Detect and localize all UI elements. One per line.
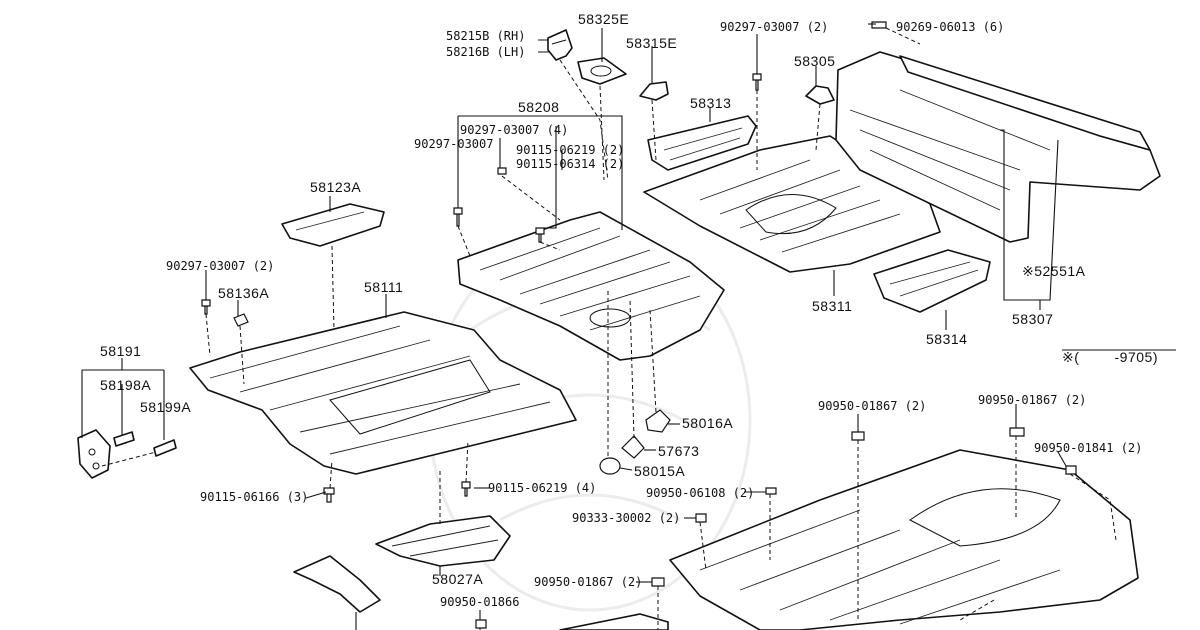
label-90950-01867-a: 90950-01867 (2) xyxy=(818,399,926,413)
label-58216b: 58216B (LH) xyxy=(446,45,525,59)
label-90950-01867-b: 90950-01867 (2) xyxy=(978,393,1086,407)
label-58315e: 58315E xyxy=(626,35,677,51)
screw-90297-4 xyxy=(497,167,507,175)
label-58027a: 58027A xyxy=(432,571,483,587)
label-58191: 58191 xyxy=(100,343,141,359)
bolt-90115-06166 xyxy=(323,487,335,503)
label-58305: 58305 xyxy=(794,53,835,69)
bracket-58123a-part xyxy=(281,203,385,247)
member-58313-part xyxy=(647,115,757,171)
leader-lines xyxy=(101,27,1117,630)
plug-58015a-part xyxy=(599,457,621,475)
crossmember-58314-part xyxy=(873,249,991,313)
screw-90297-left xyxy=(201,299,211,315)
lower-floor-pan-part xyxy=(669,449,1139,630)
screw-90269 xyxy=(871,21,887,29)
plug-90950-01841 xyxy=(1065,465,1077,475)
screw-90297-top xyxy=(752,73,762,91)
label-range-note: ※( -9705) xyxy=(1062,349,1158,365)
bracket-lower-left-part xyxy=(293,555,381,613)
bolt-90115-06219-4 xyxy=(461,481,471,497)
clip-58136a-part xyxy=(233,313,249,327)
label-90950-01866: 90950-01866 xyxy=(440,595,519,609)
label-90115-06219-2: 90115-06219 (2) xyxy=(516,143,624,157)
label-90115-06314-2: 90115-06314 (2) xyxy=(516,157,624,171)
label-90333-30002: 90333-30002 (2) xyxy=(572,511,680,525)
label-90269-06013: 90269-06013 (6) xyxy=(896,20,1004,34)
label-90950-01841: 90950-01841 (2) xyxy=(1034,441,1142,455)
center-floor-58208-part xyxy=(457,211,725,361)
label-58198a: 58198A xyxy=(100,377,151,393)
label-58325e: 58325E xyxy=(578,11,629,27)
label-58015a: 58015A xyxy=(634,463,685,479)
label-58313: 58313 xyxy=(690,95,731,111)
plate-58325e-part xyxy=(577,57,627,85)
label-90115-06166: 90115-06166 (3) xyxy=(200,490,308,504)
bracket-58027a-part xyxy=(375,515,511,567)
label-90297-03007-left: 90297-03007 (2) xyxy=(166,259,274,273)
label-90950-01867-c: 90950-01867 (2) xyxy=(534,575,642,589)
bracket-58191-part xyxy=(77,429,177,479)
plug-58016a-part xyxy=(645,409,671,433)
bracket-58215b-part xyxy=(547,29,573,61)
label-58208: 58208 xyxy=(518,99,559,115)
plug-90950-01867-a xyxy=(851,431,865,441)
label-52551a: ※52551A xyxy=(1022,263,1086,279)
bracket-58305-part xyxy=(805,85,835,105)
label-90297-03007-4: 90297-03007 (4) xyxy=(460,123,568,137)
plug-90950-01867-c xyxy=(651,577,665,587)
part-labels: 58215B (RH) 58216B (LH) 58325E 58315E 90… xyxy=(100,11,1158,609)
callout-lines xyxy=(81,23,1176,630)
label-58136a: 58136A xyxy=(218,285,269,301)
label-58311: 58311 xyxy=(812,298,852,314)
front-floor-pan-58111-part xyxy=(189,311,577,475)
label-57673: 57673 xyxy=(658,443,699,459)
label-90297-03007: 90297-03007 xyxy=(414,137,493,151)
plug-90950-06108 xyxy=(765,487,777,495)
label-58111: 58111 xyxy=(364,279,403,295)
plug-57673-part xyxy=(621,435,645,459)
screw-90297-single xyxy=(453,207,463,227)
label-90115-06219-4: 90115-06219 (4) xyxy=(488,481,596,495)
label-90297-03007-top: 90297-03007 (2) xyxy=(720,20,828,34)
lower-center-piece-part xyxy=(559,613,669,630)
label-58123a: 58123A xyxy=(310,179,361,195)
rear-panel-58307-part xyxy=(835,51,1161,243)
label-58307: 58307 xyxy=(1012,311,1053,327)
label-58016a: 58016A xyxy=(682,415,733,431)
label-58199a: 58199A xyxy=(140,399,191,415)
plug-90333-30002 xyxy=(695,513,707,523)
plug-90950-01867-b xyxy=(1009,427,1025,437)
plug-90950-01866 xyxy=(475,619,487,629)
label-58215b: 58215B (RH) xyxy=(446,29,525,43)
label-58314: 58314 xyxy=(926,331,967,347)
bracket-58315e-part xyxy=(639,81,669,101)
label-90950-06108: 90950-06108 (2) xyxy=(646,486,754,500)
